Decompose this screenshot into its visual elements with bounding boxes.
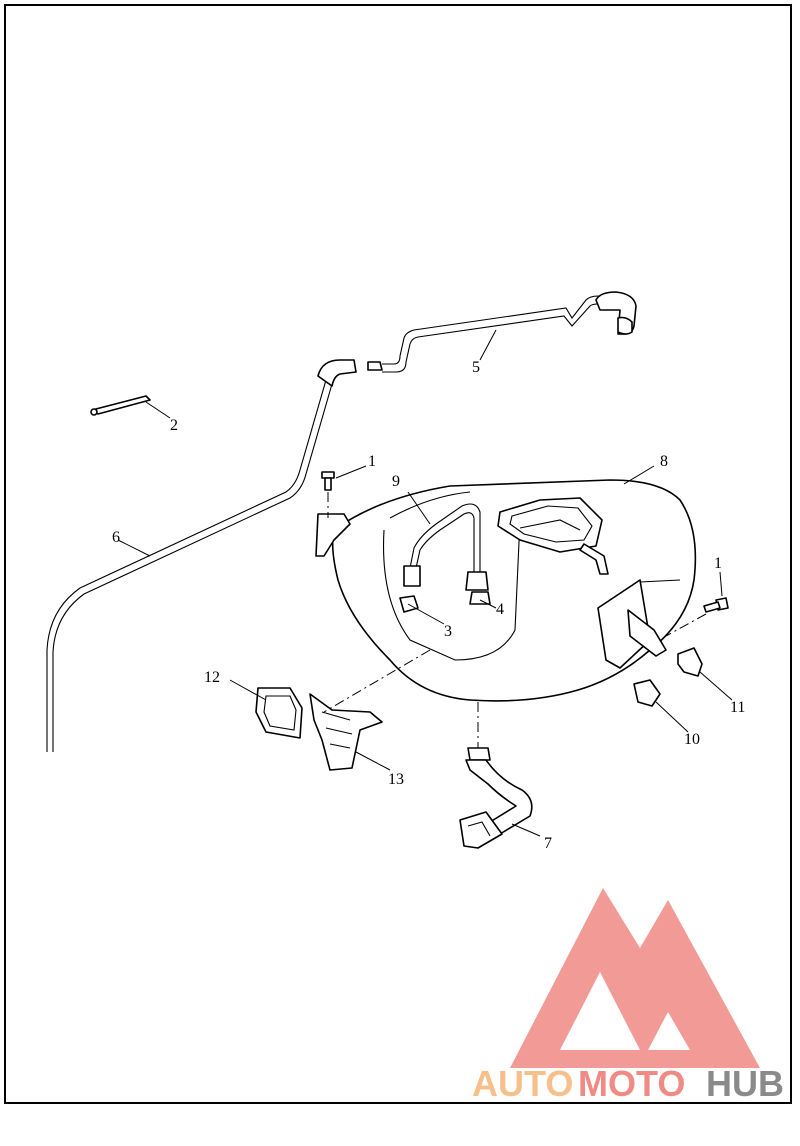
callout-9: 9 — [392, 473, 400, 490]
screw-part-1-right — [703, 597, 729, 613]
callout-11: 11 — [730, 699, 745, 716]
callout-3: 3 — [444, 623, 452, 640]
vent-tube-part-5 — [367, 291, 637, 373]
fuel-tank-part-8 — [315, 479, 697, 702]
bracket-part-10 — [633, 679, 661, 707]
callout-10: 10 — [684, 731, 700, 748]
watermark-moto: MOTO — [578, 1063, 685, 1104]
leader-lines — [117, 329, 733, 837]
emblem-part-13 — [309, 693, 383, 771]
fitting-part-4 — [469, 591, 491, 605]
callout-5: 5 — [472, 359, 480, 376]
tube-part-6 — [46, 359, 357, 752]
callout-6: 6 — [112, 529, 120, 546]
diagram-frame — [4, 4, 792, 1104]
watermark-auto: AUTO — [472, 1063, 573, 1104]
cable-tie-part-2 — [90, 395, 151, 416]
callout-1-right: 1 — [714, 555, 722, 572]
callout-1-top: 1 — [368, 453, 376, 470]
callout-2: 2 — [170, 417, 178, 434]
callout-labels: 1 1 2 3 4 5 6 7 8 9 10 11 12 13 — [112, 359, 745, 852]
hose-part-7 — [459, 747, 533, 849]
watermark-hub: HUB — [706, 1063, 784, 1104]
callout-4: 4 — [496, 601, 504, 618]
watermark-logo — [510, 888, 760, 1068]
callout-8: 8 — [660, 453, 668, 470]
screw-part-1-top — [321, 471, 335, 491]
bracket-part-11 — [677, 647, 703, 677]
callout-12: 12 — [204, 669, 220, 686]
fuel-line-part-9 — [403, 503, 489, 591]
callout-13: 13 — [388, 771, 404, 788]
watermark-wordmark: AUTO MOTO HUB — [472, 1063, 784, 1104]
callout-7: 7 — [544, 835, 552, 852]
emblem-part-12 — [255, 687, 303, 739]
assembly-lines — [323, 492, 707, 748]
